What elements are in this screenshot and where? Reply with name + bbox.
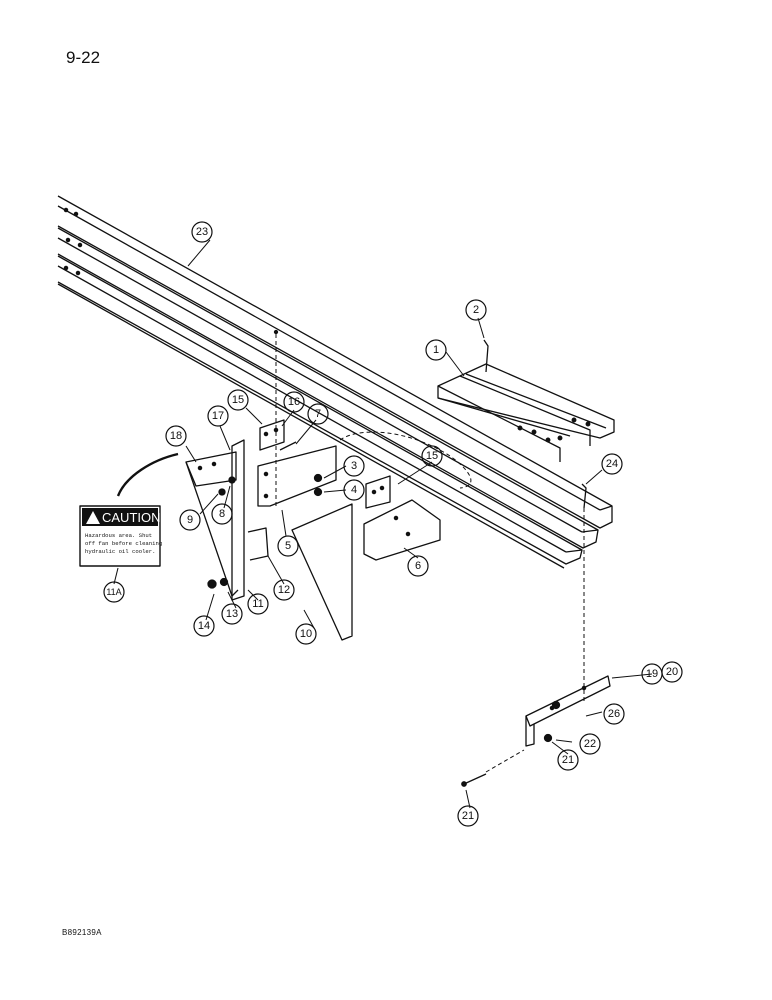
callout-15-lower: 15 bbox=[421, 445, 443, 467]
svg-text:21: 21 bbox=[462, 810, 474, 822]
svg-text:8: 8 bbox=[219, 508, 225, 520]
svg-text:7: 7 bbox=[315, 408, 321, 420]
decal-line-2: off fan before cleaning bbox=[85, 540, 162, 547]
svg-text:11: 11 bbox=[252, 598, 263, 610]
leader-lines bbox=[113, 239, 653, 809]
callout-11A: 11A bbox=[103, 581, 125, 603]
callout-19: 19 bbox=[641, 663, 663, 685]
decal-line-1: Hazardous area. Shut bbox=[85, 532, 152, 539]
svg-text:19: 19 bbox=[646, 668, 658, 680]
svg-text:12: 12 bbox=[278, 584, 290, 596]
plate-6 bbox=[363, 499, 441, 561]
callout-24: 23 bbox=[191, 221, 213, 243]
bracket-5 bbox=[257, 445, 337, 507]
page-number: 9-22 bbox=[66, 48, 101, 67]
callout-4: 4 bbox=[343, 479, 365, 501]
decal-line-3: hydraulic oil cooler. bbox=[85, 548, 156, 555]
svg-text:16: 16 bbox=[288, 396, 300, 408]
hardware-nuts bbox=[207, 441, 323, 589]
callout-11: 11 bbox=[247, 593, 269, 615]
callout-15-upper: 15 bbox=[227, 389, 249, 411]
svg-text:14: 14 bbox=[198, 620, 210, 632]
bolt-25 bbox=[581, 483, 587, 509]
svg-text:11A: 11A bbox=[106, 587, 121, 597]
callout-1: 1 bbox=[425, 339, 447, 361]
svg-text:21: 21 bbox=[562, 754, 574, 766]
caution-heading: CAUTION bbox=[102, 510, 161, 525]
callout-3: 3 bbox=[343, 455, 365, 477]
svg-text:4: 4 bbox=[351, 484, 357, 496]
callout-22: 21 bbox=[557, 749, 579, 771]
bracket-19-20 bbox=[525, 675, 611, 747]
u-bolt-12 bbox=[247, 527, 269, 561]
callout-5: 5 bbox=[277, 535, 299, 557]
bracket-11 bbox=[231, 439, 245, 601]
bracket-10 bbox=[291, 503, 353, 641]
svg-text:23: 23 bbox=[196, 226, 208, 238]
decal-arrow bbox=[116, 452, 179, 497]
callout-18: 18 bbox=[165, 425, 187, 447]
caution-decal: CAUTION Hazardous area. Shut off fan bef… bbox=[79, 505, 162, 567]
svg-text:13: 13 bbox=[226, 608, 238, 620]
callout-17: 17 bbox=[207, 405, 229, 427]
callout-8: 8 bbox=[211, 503, 233, 525]
svg-text:3: 3 bbox=[351, 460, 357, 472]
bolt-2 bbox=[483, 339, 489, 373]
callout-7: 7 bbox=[307, 403, 329, 425]
svg-text:26: 26 bbox=[608, 708, 620, 720]
callout-bubbles: 23 2 1 15 16 7 17 18 15 3 4 24 9 8 5 6 1… bbox=[103, 221, 683, 827]
svg-text:9: 9 bbox=[187, 514, 193, 526]
svg-text:15: 15 bbox=[426, 450, 438, 462]
long-rail-assembly bbox=[57, 195, 613, 569]
callout-25: 24 bbox=[601, 453, 623, 475]
svg-text:18: 18 bbox=[170, 430, 182, 442]
svg-text:5: 5 bbox=[285, 540, 291, 552]
alignment-lines bbox=[275, 334, 585, 773]
callout-20: 20 bbox=[661, 661, 683, 683]
svg-text:24: 24 bbox=[606, 458, 618, 470]
figure-code: B892139A bbox=[62, 928, 102, 937]
callout-16: 16 bbox=[283, 391, 305, 413]
callout-14: 14 bbox=[193, 615, 215, 637]
svg-text:2: 2 bbox=[473, 304, 479, 316]
bracket-15-lower bbox=[365, 475, 391, 509]
callout-13: 13 bbox=[221, 603, 243, 625]
callout-9: 9 bbox=[179, 509, 201, 531]
callout-2: 2 bbox=[465, 299, 487, 321]
bracket-15-upper bbox=[259, 419, 285, 451]
svg-text:1: 1 bbox=[433, 344, 439, 356]
bolt-21 bbox=[461, 773, 487, 787]
bracket-18 bbox=[185, 451, 239, 597]
svg-text:15: 15 bbox=[232, 394, 244, 406]
callout-6: 6 bbox=[407, 555, 429, 577]
callout-23: 22 bbox=[579, 733, 601, 755]
svg-text:10: 10 bbox=[300, 628, 312, 640]
svg-text:22: 22 bbox=[584, 738, 596, 750]
svg-text:20: 20 bbox=[666, 666, 678, 678]
svg-text:6: 6 bbox=[415, 560, 421, 572]
callout-26: 26 bbox=[603, 703, 625, 725]
short-rail-assembly bbox=[437, 363, 615, 462]
callout-21: 21 bbox=[457, 805, 479, 827]
callout-12: 12 bbox=[273, 579, 295, 601]
svg-text:17: 17 bbox=[212, 410, 224, 422]
callout-10: 10 bbox=[295, 623, 317, 645]
